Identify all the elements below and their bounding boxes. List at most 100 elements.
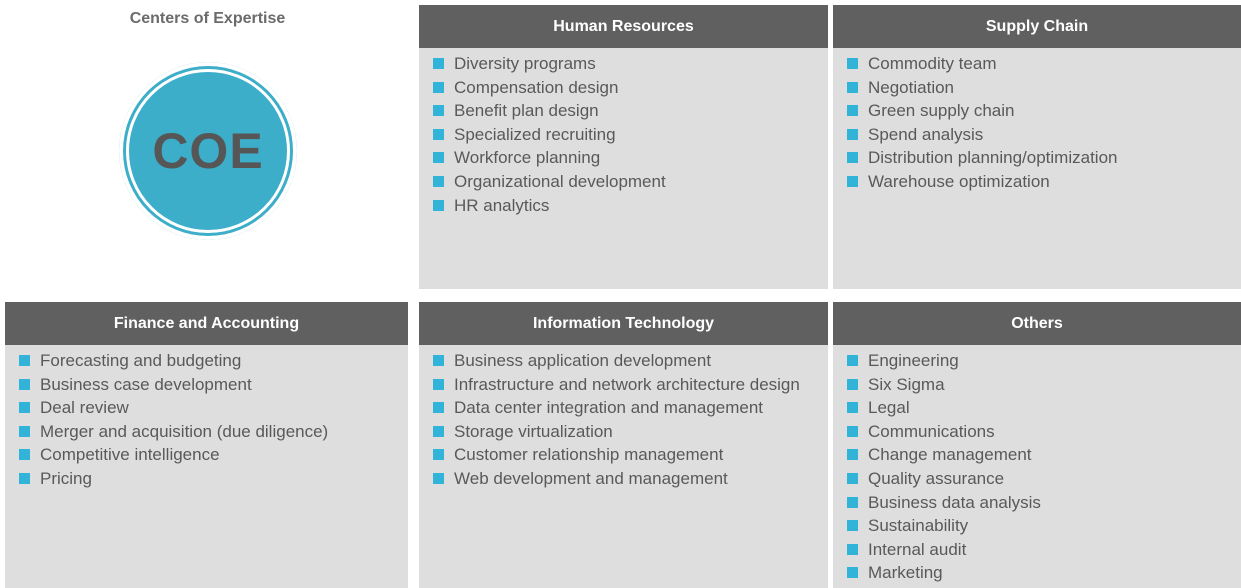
list-item: Workforce planning (433, 146, 820, 170)
list-item-label: Web development and management (454, 468, 728, 488)
coe-logo-ring (126, 69, 290, 233)
square-bullet-icon (433, 402, 444, 414)
square-bullet-icon (19, 355, 30, 366)
list-item-label: Business data analysis (868, 492, 1041, 512)
list-item-label: Customer relationship management (454, 445, 724, 465)
square-bullet-icon (19, 425, 30, 437)
list-item-label: Engineering (868, 351, 959, 370)
square-bullet-icon (433, 81, 444, 93)
square-bullet-icon (433, 378, 444, 390)
square-bullet-icon (433, 58, 444, 69)
square-bullet-icon (847, 105, 858, 117)
list-item: Benefit plan design (433, 99, 820, 123)
square-bullet-icon (847, 543, 858, 555)
square-bullet-icon (847, 152, 858, 164)
list-item: Deal review (19, 396, 400, 420)
list-item-label: Storage virtualization (454, 421, 613, 441)
list-item: Forecasting and budgeting (19, 349, 400, 373)
list-item: Customer relationship management (433, 443, 820, 467)
list-item-label: HR analytics (454, 195, 550, 215)
list-item: Six Sigma (847, 373, 1233, 397)
square-bullet-icon (847, 472, 858, 484)
list-item: Competitive intelligence (19, 443, 400, 467)
list-item: Specialized recruiting (433, 123, 820, 147)
list-item: Merger and acquisition (due diligence) (19, 420, 400, 444)
square-bullet-icon (847, 355, 858, 366)
list-item: Data center integration and management (433, 396, 820, 420)
square-bullet-icon (433, 128, 444, 140)
list-item-label: Data center integration and management (454, 398, 764, 418)
list-item-label: Benefit plan design (454, 101, 599, 121)
square-bullet-icon (19, 449, 30, 461)
list-item-label: Competitive intelligence (40, 445, 220, 465)
list-item: Organizational development (433, 170, 820, 194)
list-item-label: Distribution planning/optimization (868, 148, 1118, 168)
panel-header: Finance and Accounting (5, 302, 408, 345)
list-item: Commodity team (847, 52, 1233, 76)
coe-logo-text: COE (152, 123, 264, 179)
list-item: Sustainability (847, 514, 1233, 538)
list-item: Marketing (847, 561, 1233, 585)
list-item-label: Workforce planning (454, 148, 601, 168)
list-item-label: Communications (868, 421, 995, 441)
square-bullet-icon (847, 128, 858, 140)
square-bullet-icon (433, 472, 444, 484)
list-item: Compensation design (433, 76, 820, 100)
list-item-label: Warehouse optimization (868, 171, 1050, 191)
list-item: HR analytics (433, 194, 820, 218)
list-item: Diversity programs (433, 52, 820, 76)
square-bullet-icon (433, 105, 444, 117)
list-item-label: Internal audit (868, 539, 967, 559)
list-item: Distribution planning/optimization (847, 146, 1233, 170)
list-item-label: Change management (868, 445, 1032, 465)
list-item-label: Commodity team (868, 54, 997, 73)
square-bullet-icon (19, 378, 30, 390)
list-item-label: Marketing (868, 563, 943, 583)
list-item: Internal audit (847, 538, 1233, 562)
square-bullet-icon (847, 425, 858, 437)
square-bullet-icon (847, 58, 858, 69)
list-item: Engineering (847, 349, 1233, 373)
list-item: Green supply chain (847, 99, 1233, 123)
square-bullet-icon (847, 402, 858, 414)
list-item: Quality assurance (847, 467, 1233, 491)
panel-header: Supply Chain (833, 5, 1241, 48)
list-item-label: Quality assurance (868, 468, 1005, 488)
square-bullet-icon (433, 175, 444, 187)
list-item: Negotiation (847, 76, 1233, 100)
list-item-label: Sustainability (868, 516, 969, 536)
list-item-label: Spend analysis (868, 124, 984, 144)
list-item-label: Negotiation (868, 77, 955, 97)
square-bullet-icon (847, 567, 858, 579)
list-item-label: Specialized recruiting (454, 124, 616, 144)
square-bullet-icon (847, 81, 858, 93)
square-bullet-icon (847, 496, 858, 508)
list-item: Business data analysis (847, 491, 1233, 515)
list-item: Spend analysis (847, 123, 1233, 147)
list-item: Pricing (19, 467, 400, 491)
list-item-label: Legal (868, 398, 910, 418)
list-item-label: Organizational development (454, 171, 666, 191)
list-item: Business application development (433, 349, 820, 373)
list-item-label: Deal review (40, 398, 129, 418)
list-item-label: Business application development (454, 351, 712, 370)
list-item: Web development and management (433, 467, 820, 491)
list-item-label: Six Sigma (868, 374, 945, 394)
square-bullet-icon (19, 472, 30, 484)
panel-information-technology: Information Technology Business applicat… (419, 302, 828, 588)
panel-header: Human Resources (419, 5, 828, 48)
coe-title: Centers of Expertise (129, 10, 286, 27)
panel-header: Others (833, 302, 1241, 345)
list-item: Business case development (19, 373, 400, 397)
list-item: Warehouse optimization (847, 170, 1233, 194)
list-item-label: Business case development (40, 374, 252, 394)
square-bullet-icon (433, 199, 444, 211)
square-bullet-icon (847, 175, 858, 187)
